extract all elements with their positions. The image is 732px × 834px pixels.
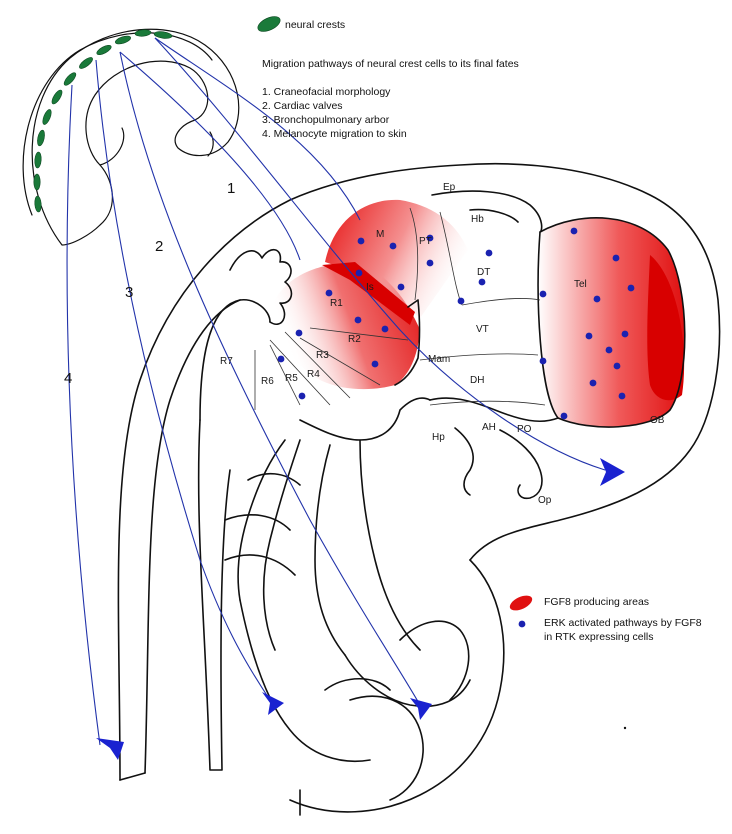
erk-legend-label-line2: in RTK expressing cells bbox=[544, 631, 654, 643]
pathway-3-line bbox=[95, 59, 271, 701]
label-VT: VT bbox=[476, 324, 489, 335]
fate-4: 4. Melanocyte migration to skin bbox=[262, 128, 407, 140]
label-OB: OB bbox=[650, 415, 665, 426]
pathway-3-arrowhead bbox=[262, 692, 284, 715]
pathway-4-line bbox=[66, 84, 101, 746]
pathway-number-1: 1 bbox=[227, 180, 235, 197]
label-DT: DT bbox=[477, 267, 490, 278]
label-R4: R4 bbox=[307, 369, 320, 380]
label-R2: R2 bbox=[348, 334, 361, 345]
label-R3: R3 bbox=[316, 350, 329, 361]
region-labels: Ep Hb M PT DT Is R1 R2 R3 R4 R5 R6 R7 VT… bbox=[220, 182, 665, 506]
label-M: M bbox=[376, 229, 384, 240]
legend-top: neural crests Migration pathways of neur… bbox=[257, 16, 519, 140]
pathway-number-3: 3 bbox=[125, 284, 133, 301]
migration-title: Migration pathways of neural crest cells… bbox=[262, 58, 519, 70]
fate-1: 1. Craneofacial morphology bbox=[262, 86, 391, 98]
pathway-1-line bbox=[154, 37, 606, 471]
neural-crest-segments bbox=[33, 29, 173, 213]
fgf8-olfactory-region bbox=[647, 255, 685, 401]
label-Is: Is bbox=[366, 282, 374, 293]
migration-pathways bbox=[66, 37, 606, 746]
label-Hb: Hb bbox=[471, 214, 484, 225]
stray-dot bbox=[623, 726, 627, 730]
erk-dots bbox=[277, 227, 635, 420]
pathway-arrowheads bbox=[96, 458, 625, 760]
fgf8-telencephalon-region bbox=[538, 217, 685, 428]
label-R1: R1 bbox=[330, 298, 343, 309]
pathway-number-4: 4 bbox=[64, 370, 72, 387]
label-Ep: Ep bbox=[443, 182, 456, 193]
pathway-2-arrowhead bbox=[410, 698, 432, 720]
pathway-2-line bbox=[119, 51, 421, 706]
embryo-schematic bbox=[22, 28, 240, 246]
erk-legend-swatch bbox=[518, 620, 526, 628]
label-DH: DH bbox=[470, 375, 484, 386]
brain-outline bbox=[117, 163, 721, 816]
fgf8-legend-swatch bbox=[509, 595, 533, 611]
label-AH: AH bbox=[482, 422, 496, 433]
label-Tel: Tel bbox=[574, 279, 587, 290]
fate-3: 3. Bronchopulmonary arbor bbox=[262, 114, 390, 126]
pathway-4-arrowhead bbox=[96, 738, 124, 760]
label-Hp: Hp bbox=[432, 432, 445, 443]
label-R5: R5 bbox=[285, 373, 298, 384]
label-PO: PO bbox=[517, 424, 532, 435]
label-R6: R6 bbox=[261, 376, 274, 387]
legend-bottom: FGF8 producing areas ERK activated pathw… bbox=[509, 595, 702, 643]
fate-2: 2. Cardiac valves bbox=[262, 100, 343, 112]
label-Op: Op bbox=[538, 495, 552, 506]
erk-legend-label-line1: ERK activated pathways by FGF8 bbox=[544, 617, 702, 629]
label-R7: R7 bbox=[220, 356, 233, 367]
fgf8-legend-label: FGF8 producing areas bbox=[544, 596, 649, 608]
label-Mam: Mam bbox=[428, 354, 450, 365]
pathway-1-arrowhead bbox=[600, 458, 625, 486]
neural-crest-legend-label: neural crests bbox=[285, 19, 345, 31]
pathway-numbers: 1 2 3 4 bbox=[64, 180, 235, 387]
neural-crest-legend-swatch bbox=[257, 16, 281, 32]
fgf8-midbrain-region bbox=[325, 199, 468, 318]
pathway-number-2: 2 bbox=[155, 238, 163, 255]
label-PT: PT bbox=[419, 236, 432, 247]
